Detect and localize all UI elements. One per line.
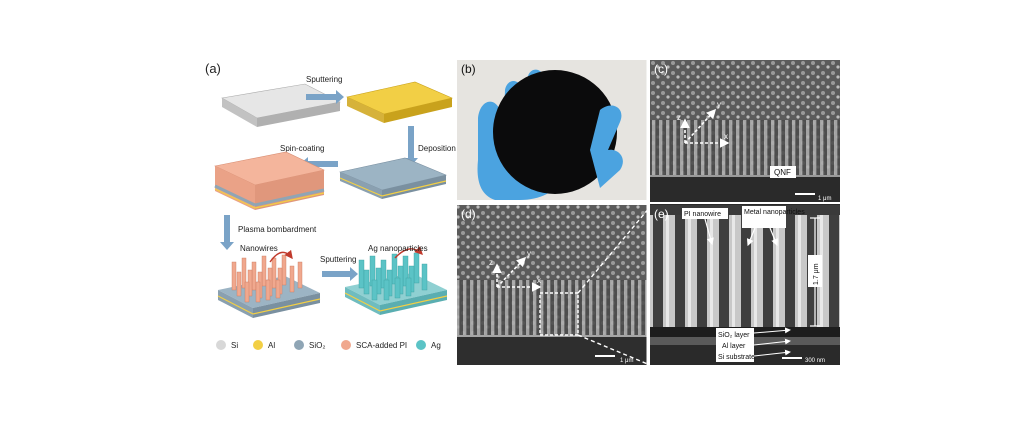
step-sputtering-2: Sputtering: [320, 255, 356, 264]
callout-pi-nanowire: PI nanowire: [684, 211, 721, 218]
sem-c-base: [650, 175, 840, 205]
scale-c: 1 μm: [818, 196, 831, 202]
legend-swatch-ag: [416, 340, 426, 350]
axes-c: [680, 108, 730, 148]
panel-d-label: (d): [461, 207, 476, 221]
wafer-pi: [214, 151, 325, 210]
callout-al-layer: Al layer: [722, 343, 746, 350]
axis-c-y: y: [717, 100, 721, 109]
sem-d-base: [457, 335, 647, 365]
panel-e-label: (e): [654, 207, 669, 221]
legend-label-si: Si: [231, 341, 238, 350]
wafer-nanowires: [217, 249, 321, 318]
arrow-deposition: [404, 126, 418, 166]
callout-ag-nanoparticles: Ag nanoparticles: [368, 244, 428, 253]
panel-e: (e) PI nanowire Metal nanoparticles 1.7 …: [650, 205, 840, 365]
legend-label-ag: Ag: [431, 341, 441, 350]
legend-swatch-pi: [341, 340, 351, 350]
wafer-ag: [344, 246, 448, 315]
panel-c: (c) z y x QNF 1 μm: [650, 60, 840, 205]
step-plasma-bombardment: Plasma bombardment: [238, 225, 317, 234]
legend-swatch-sio2: [294, 340, 304, 350]
step-deposition: Deposition: [418, 144, 456, 153]
step-spin-coating: Spin-coating: [280, 144, 324, 153]
scale-e: 300 nm: [805, 358, 825, 364]
arrow-spin-coating: [300, 157, 338, 171]
arrow-sputtering: [306, 90, 344, 104]
panel-b: (b): [457, 60, 647, 200]
legend-swatch-si: [216, 340, 226, 350]
legend-label-al: Al: [268, 341, 275, 350]
tag-qnf: QNF: [774, 168, 791, 177]
step-sputtering-1: Sputtering: [306, 75, 342, 84]
panel-d: (d) z y x 1 μm: [457, 205, 651, 366]
tag-qnf-box: [770, 166, 796, 178]
wafer-si: [221, 83, 341, 127]
panel-c-label: (c): [654, 62, 668, 76]
axis-d-z: z: [489, 258, 493, 267]
callout-nanowires: Nanowires: [240, 244, 278, 253]
axis-d-y: y: [527, 249, 531, 258]
legend-label-pi: SCA-added PI: [356, 341, 407, 350]
panel-b-label: (b): [461, 62, 476, 76]
panel-a: (a) Sputtering Deposition Spin-co: [205, 61, 456, 350]
callout-sio2-layer: SiO₂ layer: [718, 332, 750, 339]
axis-d-x: x: [537, 276, 541, 285]
sem-c-wires: [650, 120, 840, 175]
axis-c-x: x: [724, 132, 728, 141]
callout-si-substrate: Si substrate: [718, 354, 755, 361]
zoom-line-top: [577, 206, 651, 294]
callout-metal-nanoparticles: Metal nanoparticles: [744, 209, 805, 216]
glove-fingers: [590, 105, 623, 188]
zoom-line-bottom: [577, 334, 651, 366]
wafer-disk: [493, 70, 617, 194]
wafer-sio2: [339, 157, 447, 199]
panel-a-label: (a): [205, 61, 221, 76]
axes-d: [492, 256, 542, 292]
legend-label-sio2: SiO₂: [309, 341, 325, 350]
axis-c-z: z: [677, 113, 681, 122]
height-label: 1.7 μm: [813, 263, 820, 285]
wafer-al: [346, 81, 453, 123]
legend: Si Al SiO₂ SCA-added PI Ag: [216, 340, 441, 350]
scale-d: 1 μm: [620, 358, 633, 364]
sem-d-wires: [457, 280, 647, 335]
legend-swatch-al: [253, 340, 263, 350]
arrow-plasma: [220, 215, 234, 250]
arrow-sputtering-2: [322, 267, 358, 281]
